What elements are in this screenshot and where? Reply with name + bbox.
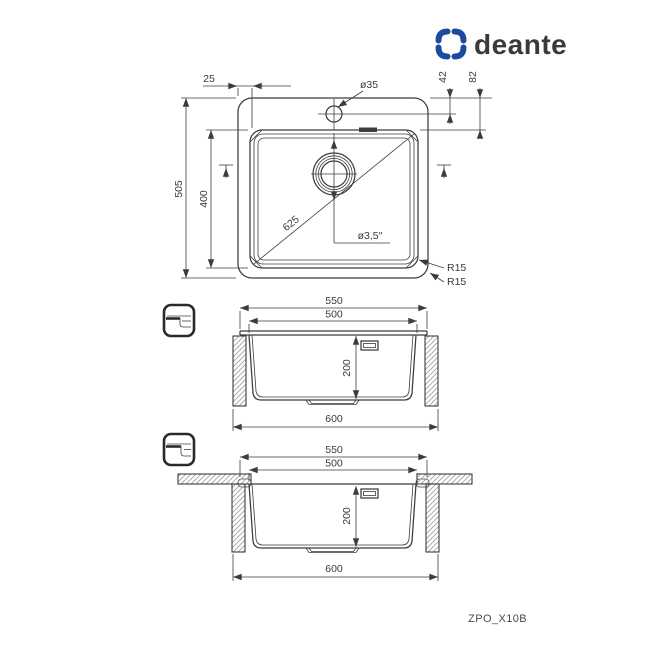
model-code: ZPO_X10B — [468, 613, 527, 625]
dim-rim-offset-label: 25 — [203, 73, 215, 85]
dim-overall-depth — [181, 97, 236, 279]
dim-cabinet-width-label: 600 — [325, 413, 343, 425]
counter-cut-right — [424, 335, 439, 407]
corner-radius-leader-inner — [418, 259, 445, 269]
dim-bowl-edge-position — [420, 88, 486, 139]
drain-diameter-label: ø3,5″ — [358, 230, 383, 242]
dim-overall-width-label: 550 — [325, 295, 343, 307]
tap-hole-leader — [337, 90, 364, 108]
tap-hole-diameter-label: ø35 — [360, 79, 378, 91]
brand-wordmark: deante — [474, 29, 567, 60]
dim-bowl-width-flush-label: 500 — [325, 458, 343, 470]
counter-cut-left — [232, 335, 247, 407]
brand-logo: deante — [435, 28, 567, 60]
bowl-diagonal-label: 625 — [281, 213, 302, 233]
dim-overall-width-flush-label: 550 — [325, 444, 343, 456]
overflow-slot-plan — [359, 127, 377, 132]
dim-rim-offset — [203, 82, 291, 128]
drain-recess — [305, 399, 360, 405]
dim-bowl-edge-position-label: 82 — [467, 71, 479, 83]
sink-outer-edge — [237, 97, 429, 279]
dim-bowl-width — [248, 317, 418, 333]
mount-clip-left — [219, 164, 233, 178]
counter-surface-left — [177, 473, 252, 485]
sink-section-profile-flush — [248, 483, 417, 553]
section-inset-mount: 550 500 200 600 — [162, 295, 439, 431]
dim-bowl-depth-section-label: 200 — [341, 359, 353, 377]
flush-mount-icon — [162, 432, 196, 467]
dim-overall-depth-label: 505 — [173, 180, 185, 198]
overflow-section-flush — [360, 488, 379, 499]
brand-pinwheel-icon — [435, 28, 467, 60]
dim-bowl-depth — [206, 129, 248, 269]
top-view: 505 400 25 ø35 42 — [173, 71, 492, 288]
overflow-section — [360, 340, 379, 351]
corner-radius-leader-outer — [429, 272, 445, 283]
dim-bowl-width-label: 500 — [325, 309, 343, 321]
bowl-diagonal-line — [253, 133, 415, 265]
counter-cut-right-flush — [425, 483, 440, 553]
counter-surface-right — [416, 473, 473, 485]
dim-cabinet-width-flush-label: 600 — [325, 563, 343, 575]
section-flush-mount: 550 500 200 600 — [162, 432, 473, 581]
counter-cut-left-flush — [231, 483, 246, 553]
dim-bowl-width-flush — [248, 466, 418, 481]
inset-mount-icon — [162, 303, 196, 338]
bowl-corner-radius-label: R15 — [447, 262, 466, 274]
sink-section-profile — [239, 330, 428, 405]
dim-tap-hole-position-label: 42 — [437, 71, 449, 83]
dim-bowl-depth-label: 400 — [198, 190, 210, 208]
drain — [311, 133, 390, 244]
dim-tap-hole-position — [430, 88, 492, 124]
dim-cabinet-width-flush — [232, 554, 439, 581]
outer-corner-radius-label: R15 — [447, 276, 466, 288]
dim-overall-width-flush — [239, 453, 428, 477]
dim-bowl-depth-flush-label: 200 — [341, 507, 353, 525]
dim-overall-width — [239, 304, 428, 329]
dim-cabinet-width — [232, 409, 439, 431]
mount-clip-right — [437, 164, 451, 178]
drain-recess-flush — [305, 547, 360, 553]
